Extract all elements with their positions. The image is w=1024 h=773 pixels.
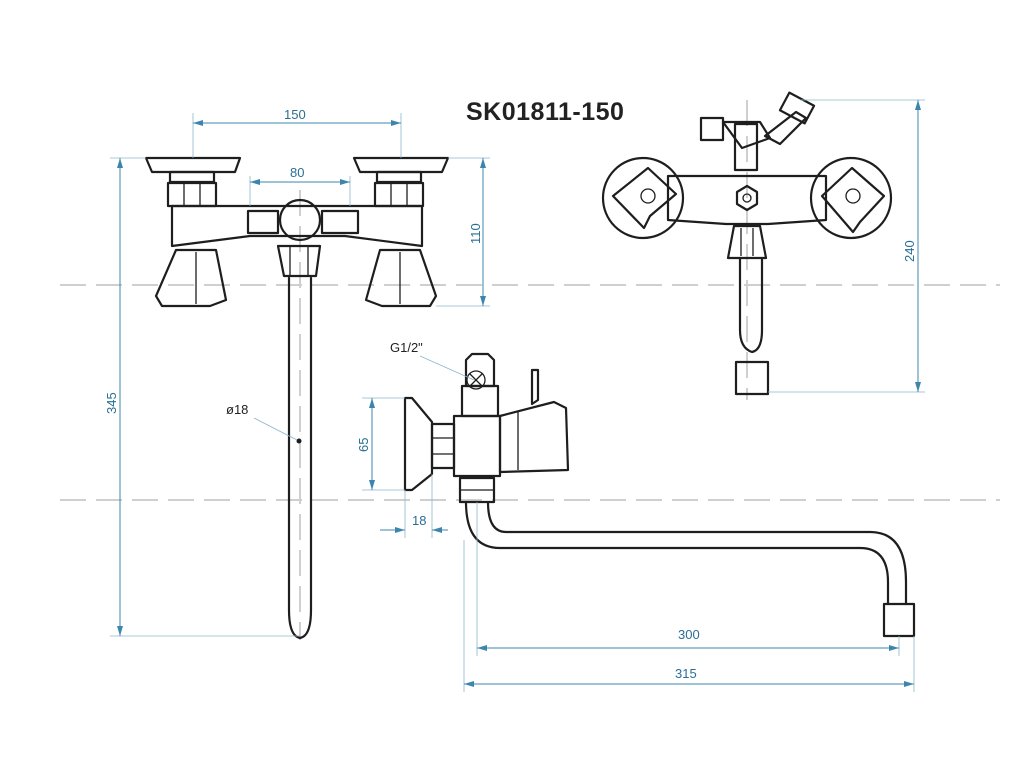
dim-pipe-diameter-label: ø18 bbox=[226, 402, 248, 417]
dim-240-label: 240 bbox=[902, 240, 917, 262]
profile-view bbox=[403, 352, 916, 638]
side-view-dimensions: 240 bbox=[768, 99, 925, 393]
profile-view-dimensions: G1/2" 65 18 300 315 bbox=[356, 340, 915, 692]
dim-345-label: 345 bbox=[104, 392, 119, 414]
model-title: SK01811-150 bbox=[466, 98, 625, 126]
side-view bbox=[601, 91, 893, 396]
dim-65-label: 65 bbox=[356, 438, 371, 452]
thread-size-label: G1/2" bbox=[390, 340, 423, 355]
dim-315-label: 315 bbox=[675, 666, 697, 681]
front-view-dimensions: 150 80 110 345 ø18 bbox=[104, 107, 490, 637]
front-view bbox=[144, 156, 450, 640]
dim-110-label: 110 bbox=[468, 223, 483, 244]
dim-18-offset-label: 18 bbox=[412, 513, 426, 528]
dim-300-label: 300 bbox=[678, 627, 700, 642]
dim-80-label: 80 bbox=[290, 165, 304, 180]
center-lines bbox=[60, 100, 1000, 640]
dim-150-label: 150 bbox=[284, 107, 306, 122]
